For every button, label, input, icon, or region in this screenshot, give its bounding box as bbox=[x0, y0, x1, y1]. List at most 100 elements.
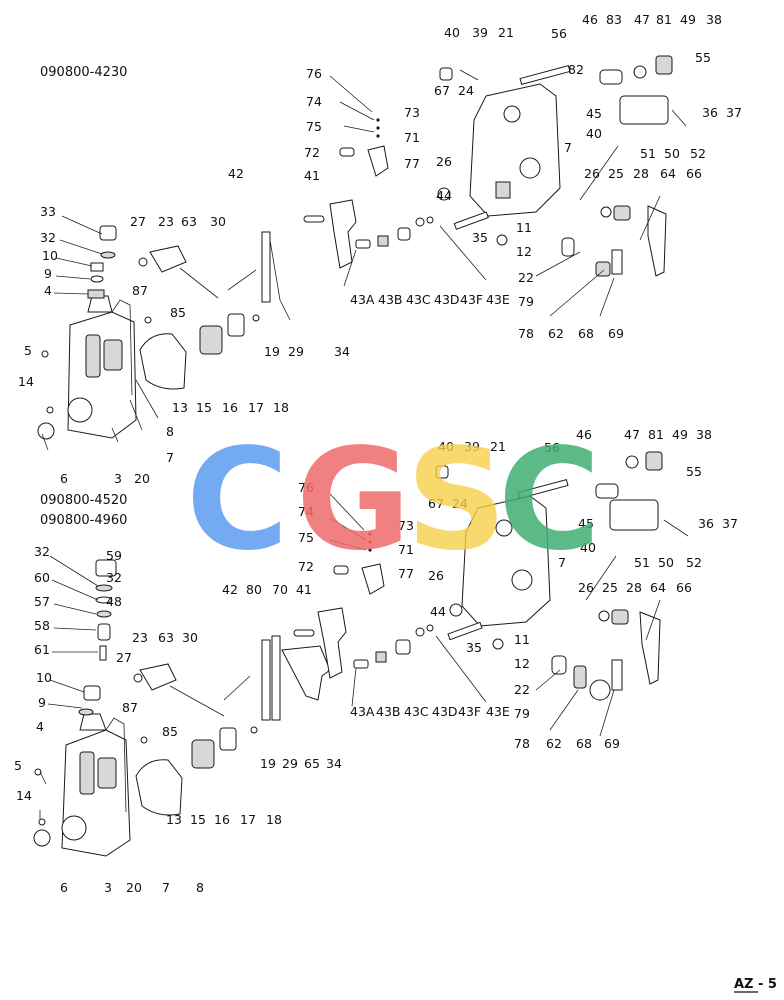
lower-callout: 20 bbox=[126, 880, 142, 895]
lower-callout: 57 bbox=[34, 594, 50, 609]
upper-callout: 87 bbox=[132, 283, 148, 298]
upper-callout: 15 bbox=[196, 400, 212, 415]
upper-callout: 44 bbox=[436, 188, 452, 203]
watermark-letter: G bbox=[296, 419, 411, 582]
lower-callout: 7 bbox=[558, 555, 566, 570]
lower-callout: 32 bbox=[106, 570, 122, 585]
watermark-letter: C bbox=[186, 419, 289, 582]
lower-callout: 45 bbox=[578, 516, 594, 531]
watermark-letter: S bbox=[406, 419, 507, 582]
lower-main-case bbox=[435, 451, 663, 701]
lower-callout: 74 bbox=[298, 504, 314, 519]
lower-callout: 4 bbox=[36, 719, 44, 734]
lower-callout: 59 bbox=[106, 548, 122, 563]
lower-callout: 24 bbox=[452, 496, 468, 511]
upper-callout: 45 bbox=[586, 106, 602, 121]
lower-callout: 12 bbox=[514, 656, 530, 671]
lower-callout: 72 bbox=[298, 559, 314, 574]
upper-callout: 40 bbox=[586, 126, 602, 141]
lower-callouts: 40 39 21 56 46 47 81 49 38 76 67 24 55 7… bbox=[14, 427, 738, 895]
upper-callout: 56 bbox=[551, 26, 567, 41]
upper-callout: 26 bbox=[584, 166, 600, 181]
upper-callout: 43C bbox=[406, 292, 431, 307]
upper-callout: 78 bbox=[518, 326, 534, 341]
upper-callout: 33 bbox=[40, 204, 56, 219]
lower-callout: 5 bbox=[14, 758, 22, 773]
upper-callout: 82 bbox=[568, 62, 584, 77]
lower-callout: 8 bbox=[196, 880, 204, 895]
lower-callout: 11 bbox=[514, 632, 530, 647]
upper-governor-assembly bbox=[138, 231, 291, 390]
page-id: AZ - 5 bbox=[734, 977, 777, 992]
cgsc-watermark: C G S C bbox=[186, 419, 601, 582]
lower-callout: 34 bbox=[326, 756, 342, 771]
upper-callout: 71 bbox=[404, 130, 420, 145]
upper-callout: 42 bbox=[228, 166, 244, 181]
upper-callout: 26 bbox=[436, 154, 452, 169]
upper-callout: 81 bbox=[656, 12, 672, 27]
lower-callout: 26 bbox=[578, 580, 594, 595]
upper-callouts: 40 39 21 56 46 83 47 81 49 38 82 67 24 5… bbox=[18, 12, 742, 486]
lower-callout: 3 bbox=[104, 880, 112, 895]
lower-callout: 47 bbox=[624, 427, 640, 442]
upper-callout: 43D bbox=[434, 292, 460, 307]
lower-callout: 14 bbox=[16, 788, 32, 803]
upper-callout: 38 bbox=[706, 12, 722, 27]
lower-callout: 56 bbox=[544, 440, 560, 455]
upper-callout: 43B bbox=[378, 292, 402, 307]
lower-callout: 55 bbox=[686, 464, 702, 479]
upper-callout: 43F bbox=[460, 292, 483, 307]
upper-callout: 76 bbox=[306, 66, 322, 81]
lower-callout: 40 bbox=[580, 540, 596, 555]
upper-callout: 75 bbox=[306, 119, 322, 134]
lower-callout: 60 bbox=[34, 570, 50, 585]
lower-callout: 13 bbox=[166, 812, 182, 827]
lower-callout: 43E bbox=[486, 704, 510, 719]
lower-callout: 6 bbox=[60, 880, 68, 895]
lower-callout: 32 bbox=[34, 544, 50, 559]
lower-callout: 43D bbox=[432, 704, 458, 719]
upper-callout: 67 bbox=[434, 83, 450, 98]
upper-model-code: 090800-4230 bbox=[40, 65, 127, 80]
lower-callout: 58 bbox=[34, 618, 50, 633]
upper-callout: 18 bbox=[273, 400, 289, 415]
lower-governor-assembly bbox=[133, 635, 331, 816]
upper-callout: 27 bbox=[130, 214, 146, 229]
upper-control-lever bbox=[303, 118, 434, 269]
lower-callout: 63 bbox=[158, 630, 174, 645]
lower-callout: 9 bbox=[38, 695, 46, 710]
upper-callout: 52 bbox=[690, 146, 706, 161]
lower-callout: 36 bbox=[698, 516, 714, 531]
lower-callout: 69 bbox=[604, 736, 620, 751]
upper-callout: 10 bbox=[42, 248, 58, 263]
upper-callout: 4 bbox=[44, 283, 52, 298]
lower-callout: 43F bbox=[458, 704, 481, 719]
lower-callout: 85 bbox=[162, 724, 178, 739]
lower-callout: 68 bbox=[576, 736, 592, 751]
upper-diagram: 090800-4230 bbox=[18, 12, 742, 486]
lower-callout: 17 bbox=[240, 812, 256, 827]
lower-callout: 37 bbox=[722, 516, 738, 531]
lower-callout: 76 bbox=[298, 480, 314, 495]
lower-callout: 77 bbox=[398, 566, 414, 581]
upper-callout: 64 bbox=[660, 166, 676, 181]
lower-callout: 10 bbox=[36, 670, 52, 685]
upper-callout: 51 bbox=[640, 146, 656, 161]
lower-callout: 43A bbox=[350, 704, 375, 719]
upper-callout: 16 bbox=[222, 400, 238, 415]
lower-callout: 19 bbox=[260, 756, 276, 771]
upper-callout: 62 bbox=[548, 326, 564, 341]
upper-callout: 36 bbox=[702, 105, 718, 120]
lower-diagram: 090800-4520 090800-4960 bbox=[14, 427, 738, 895]
upper-callout: 69 bbox=[608, 326, 624, 341]
lower-callout: 29 bbox=[282, 756, 298, 771]
upper-callout: 3 bbox=[114, 471, 122, 486]
lower-callout: 52 bbox=[686, 555, 702, 570]
lower-callout: 35 bbox=[466, 640, 482, 655]
lower-callout: 64 bbox=[650, 580, 666, 595]
lower-cap-stack bbox=[34, 559, 117, 826]
upper-callout: 79 bbox=[518, 294, 534, 309]
upper-callout: 7 bbox=[564, 140, 572, 155]
upper-callout: 9 bbox=[44, 266, 52, 281]
lower-callout: 48 bbox=[106, 594, 122, 609]
